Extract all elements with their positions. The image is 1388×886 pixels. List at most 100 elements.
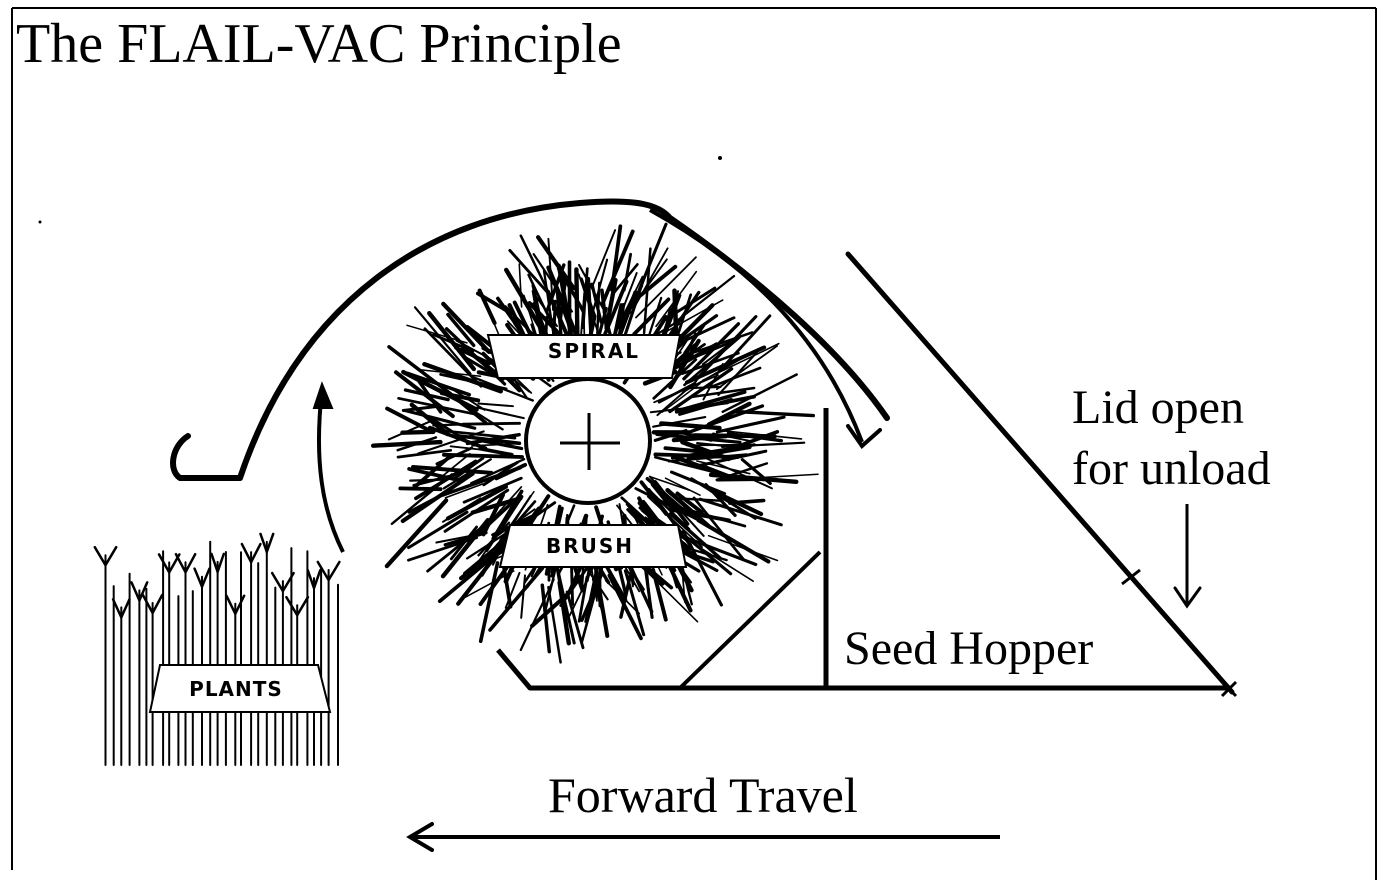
brush-bristle [523,501,557,525]
brush-bristle [407,536,478,562]
brush-bristle [707,534,779,562]
plant-seedhead [306,568,322,592]
brush-bristle [396,436,438,452]
brush-bristle [442,458,492,490]
brush-bristle [504,571,521,609]
brush-bristle [412,454,452,490]
plant-seedhead [157,553,181,575]
brush-bristle [417,430,485,455]
brush-bristle [494,462,528,481]
lid-pointer-arrow-head [1173,586,1202,609]
brush-bristle [478,446,514,457]
plant-seedhead [174,552,197,575]
brush-bristle [715,462,769,482]
brush-bristle [446,312,476,348]
plant-seedhead [285,595,310,618]
lid-hinge-x [1220,680,1238,698]
brush-bristle [689,386,756,399]
rotation-arrow-inner-head [846,424,882,449]
brush-bristle [591,229,617,288]
forward-travel-label: Forward Travel [548,767,858,823]
hopper-lid [845,251,1235,695]
brush-bristle [584,560,600,623]
brush-bristle [390,473,454,525]
brush-bristle [652,358,698,400]
upward-flow-arrow [316,389,345,553]
brush-label-plate [498,524,688,568]
brush-bristle [645,570,699,623]
brush-bristle [437,452,471,481]
rotation-arrow-inner [649,208,864,443]
spiral-label-plate [486,334,682,379]
brush-bristle [371,439,443,448]
brush-bristle [600,229,635,305]
brush-bristle [461,421,521,426]
brush-bristle [578,263,606,312]
brush-bristle [661,286,717,323]
plant-seedhead [316,560,341,583]
speck [38,220,42,224]
brush-bristle [504,267,543,331]
plant-seedhead [130,581,149,604]
brush-bristle [482,461,519,487]
brush-bristle [427,415,467,442]
brush-bristle [611,263,639,296]
brush-housing-hood [170,198,890,481]
brush-bristle [547,585,562,664]
brush-bristle [387,417,438,441]
hopper-baffle [678,550,822,690]
brush-bristle [384,498,449,569]
brush-bristle [407,510,469,550]
brush-bristle [632,297,671,336]
brush-bristle [702,362,724,401]
brush-bristle [635,222,668,299]
brush-bristle [557,580,571,646]
brush-bristle [730,473,819,481]
plant-seedhead [93,545,118,568]
brush-bristle [607,573,643,641]
brush-bristle [698,449,768,467]
brush-bristle [518,263,523,308]
brush-bristle [604,277,618,331]
plant-seedhead [210,552,226,576]
spiral-label: SPIRAL [548,339,640,363]
brush-bristle [405,371,472,397]
brush-bristle [401,404,440,412]
brush-bristle [484,301,502,342]
brush-bristle [586,276,594,346]
brush-bristle [387,345,460,402]
brush-bristle [396,448,453,459]
plant-seedhead [141,593,164,616]
plant-seedhead [270,571,295,594]
brush-bristle [413,306,472,375]
lid-label-line1: Lid open [1072,381,1244,434]
brush-bristle [686,385,722,390]
plants [93,532,341,766]
plants-label: PLANTS [189,677,283,701]
brush-bristle [444,483,484,499]
brush-bristle [709,366,762,389]
brush-bristle [481,492,505,537]
plant-seedhead [240,542,262,565]
brush-bristle [664,477,701,496]
brush-bristle [728,498,766,505]
brush-bristle [441,301,492,354]
brush-bristle [400,471,475,524]
brush-bristle [676,390,747,413]
brush-bristle [649,476,690,491]
brush-bristle [726,431,783,443]
brush-bristle [655,432,742,445]
brush-bristle [519,234,551,295]
brush-bristle [557,297,575,341]
brush-bristle [689,404,765,434]
brush-bristle [715,415,786,434]
brush-bristle [437,547,505,604]
brush-bristle [580,561,605,644]
brush-bristle [702,342,780,382]
brush-bristle [422,362,503,394]
brush-bristle [667,453,748,463]
brush-bristle [698,497,783,527]
brush-bristle [604,579,641,615]
brush-bristle [508,248,553,298]
